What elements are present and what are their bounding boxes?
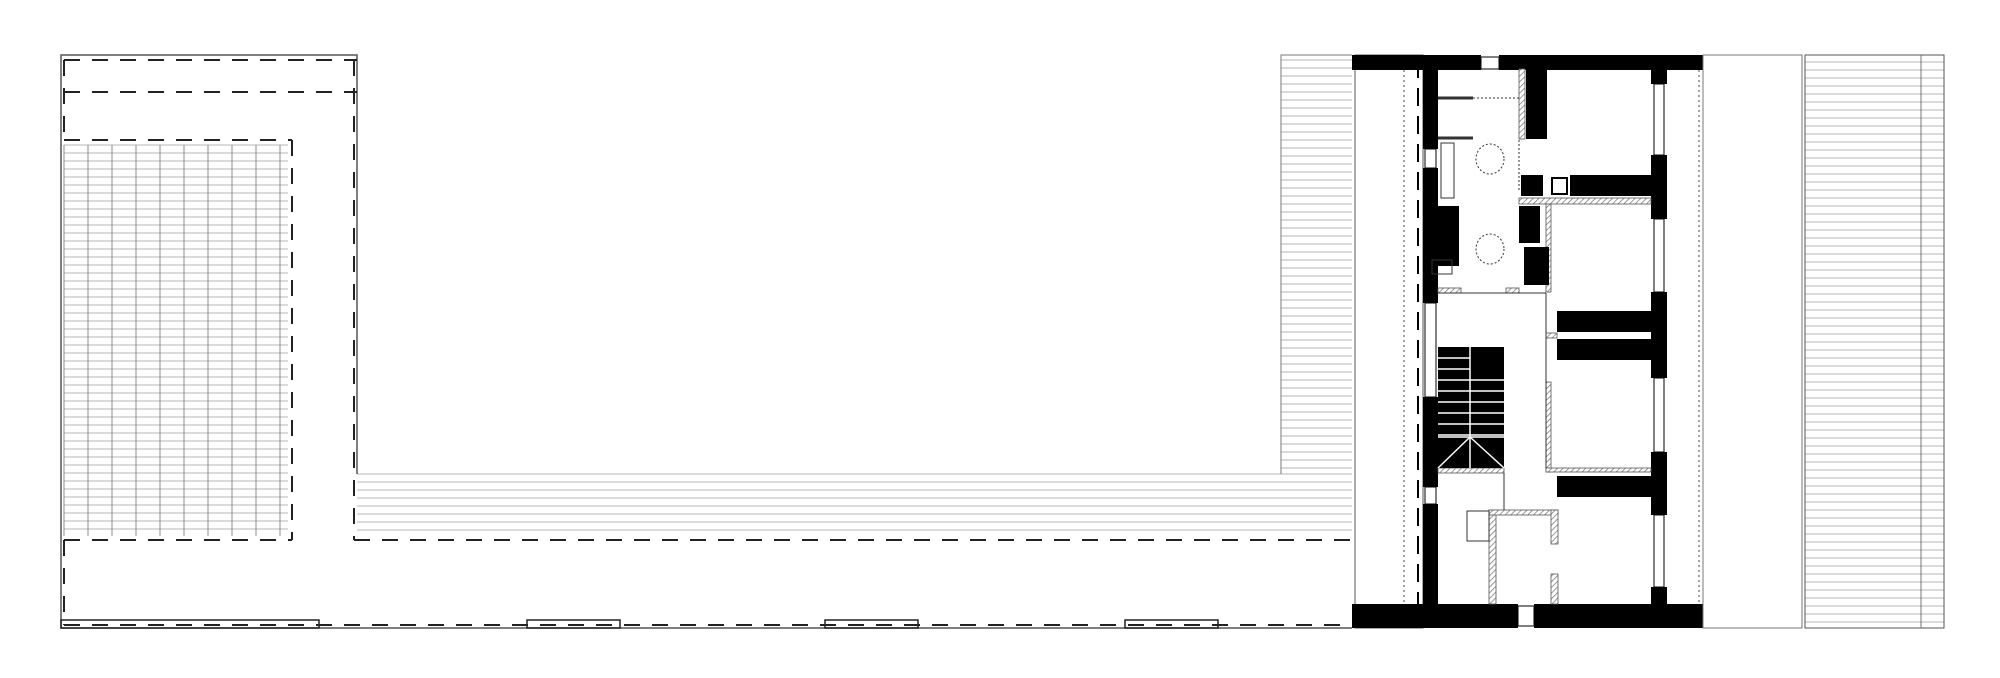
table-icon xyxy=(1475,233,1505,265)
roof-strip-hatch xyxy=(357,59,1352,531)
stair-block xyxy=(1438,347,1504,468)
strip-outline xyxy=(1280,54,1352,474)
windows xyxy=(1424,56,1665,627)
outer-outline xyxy=(60,54,1352,629)
interior-lines xyxy=(1431,96,1547,542)
table-icon xyxy=(1475,143,1505,175)
terrace-hatch xyxy=(1805,61,1944,623)
hatch-line xyxy=(1437,436,1471,469)
fridge xyxy=(1551,177,1568,195)
partitions xyxy=(1437,68,1652,605)
right-terrace xyxy=(1702,54,1945,629)
hatch-line xyxy=(1469,436,1505,469)
veranda-left xyxy=(1354,54,1424,629)
staircase xyxy=(1437,347,1505,469)
roof-grid-hatch xyxy=(63,144,288,536)
left-wing xyxy=(60,54,1352,629)
closets xyxy=(1438,69,1651,497)
building xyxy=(1352,54,1703,629)
exterior-walls xyxy=(1352,55,1703,628)
bottom-markers xyxy=(60,619,1219,629)
dashed-outline xyxy=(63,59,1352,626)
